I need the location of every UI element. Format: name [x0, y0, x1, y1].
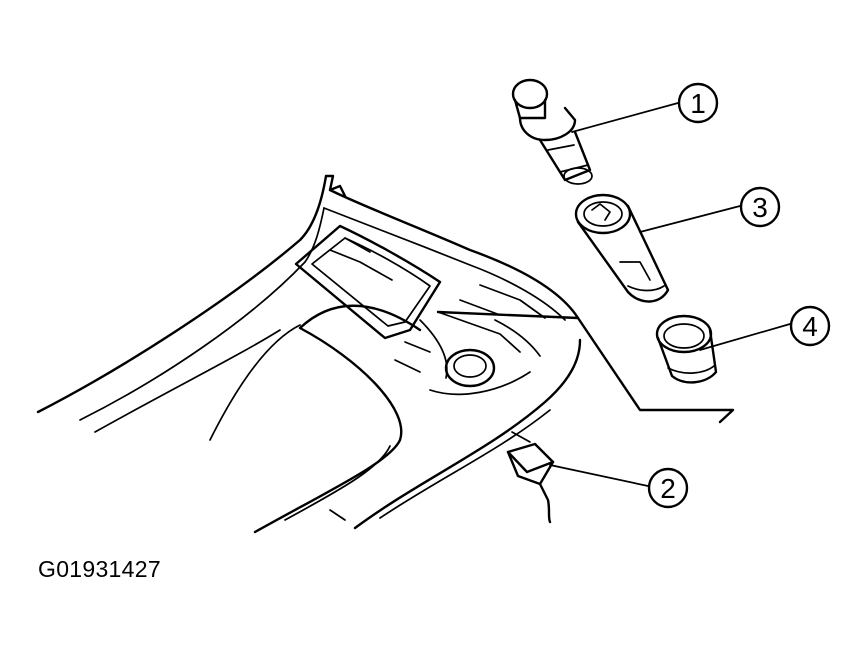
callout-4-label: 4 — [802, 311, 818, 342]
leader-lines — [549, 102, 791, 487]
socket-ring — [655, 314, 718, 384]
lighter-socket — [574, 193, 670, 303]
callout-3: 3 — [739, 186, 781, 228]
cigar-lighter — [511, 78, 593, 185]
callout-4: 4 — [789, 305, 831, 347]
callout-1-label: 1 — [690, 88, 706, 119]
figure-id-label: G01931427 — [38, 556, 161, 582]
callout-3-label: 3 — [752, 192, 768, 223]
electrical-connector — [506, 431, 555, 524]
callout-2: 2 — [647, 467, 689, 509]
callout-2-label: 2 — [660, 473, 676, 504]
center-console — [36, 174, 735, 534]
callout-1: 1 — [677, 82, 719, 124]
